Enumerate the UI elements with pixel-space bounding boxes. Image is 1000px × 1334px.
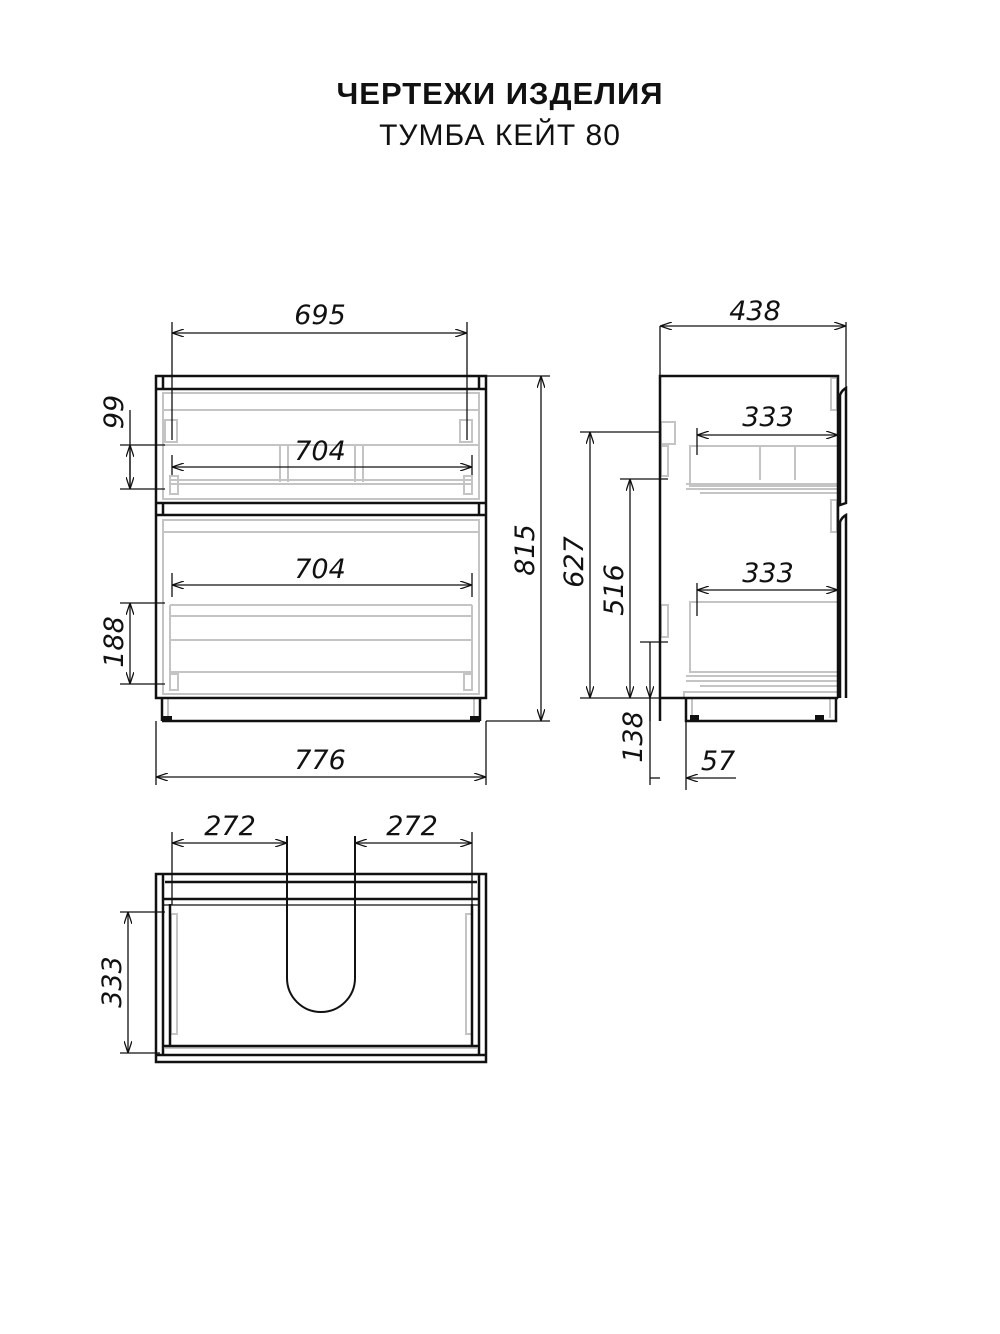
dim-138: 138 [618, 711, 649, 763]
front-view: 695 704 704 99 188 815 776 [99, 300, 550, 785]
dim-333-depth: 333 [97, 956, 128, 1008]
dim-704-top: 704 [294, 436, 346, 467]
dim-815: 815 [510, 524, 541, 576]
dim-57: 57 [701, 746, 735, 777]
product-name: ТУМБА КЕЙТ 80 [379, 119, 621, 152]
dim-272-left: 272 [204, 811, 256, 842]
dim-627: 627 [559, 536, 590, 588]
dim-776: 776 [294, 745, 346, 776]
dim-272-right: 272 [386, 811, 438, 842]
side-view: 438 333 333 627 516 138 57 [559, 296, 848, 790]
dim-704-bottom: 704 [294, 554, 346, 585]
dim-516: 516 [599, 564, 630, 616]
dim-188: 188 [99, 616, 130, 668]
dim-695: 695 [294, 300, 346, 331]
dim-438: 438 [729, 296, 781, 327]
drawing-title: ЧЕРТЕЖИ ИЗДЕЛИЯ [336, 76, 664, 111]
dim-99: 99 [99, 395, 130, 429]
dim-333-top-drawer: 333 [742, 402, 794, 433]
dim-333-bottom-drawer: 333 [742, 558, 794, 589]
top-view: 272 272 333 [97, 811, 488, 1064]
